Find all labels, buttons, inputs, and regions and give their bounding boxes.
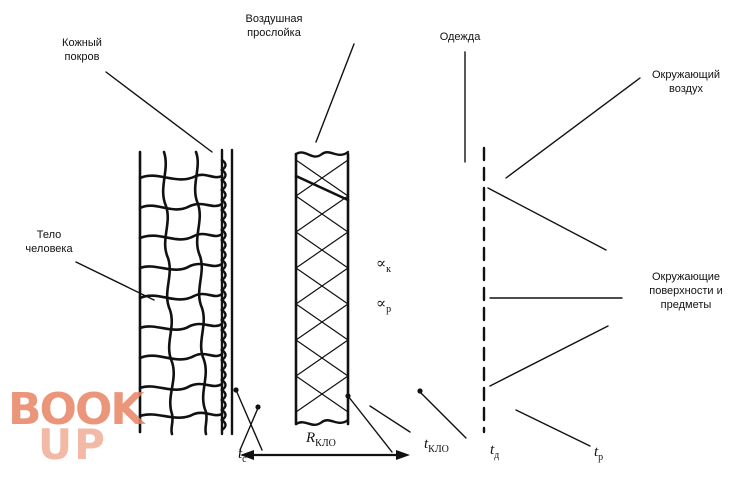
r-klo-arrow — [240, 450, 410, 460]
alpha-k-sub: к — [386, 264, 392, 275]
alpha-k-main: ∝ — [376, 256, 387, 272]
t-r-main: t — [594, 444, 599, 460]
body-label-line2: человека — [25, 243, 73, 255]
watermark-line1: BOOK — [8, 384, 144, 435]
skin-label-line1: Кожный — [62, 37, 102, 49]
t-d-symbol: tд — [490, 442, 499, 461]
ambient-air-label: Окружающий воздух — [640, 68, 732, 96]
skin-label-line2: покров — [64, 51, 100, 63]
ambient-air-label-line2: воздух — [669, 83, 703, 95]
t-c-main: t — [238, 446, 243, 462]
surroundings-label-line3: предметы — [660, 299, 712, 311]
leader-lines — [75, 43, 641, 453]
clothing-label: Одежда — [428, 30, 492, 44]
watermark-line2: UP — [38, 420, 107, 469]
measurement-points — [233, 387, 423, 410]
r-klo-symbol: RКЛО — [306, 430, 336, 449]
bookup-watermark: BOOK UP — [8, 384, 144, 469]
surroundings-label-line2: поверхности и — [649, 285, 723, 297]
air-layer-label-line2: прослойка — [247, 27, 301, 39]
r-klo-main: R — [306, 430, 316, 446]
alpha-r-main: ∝ — [376, 296, 387, 312]
alpha-r-symbol: ∝р — [376, 294, 391, 315]
body-tissue — [138, 150, 224, 436]
t-klo-symbol: tКЛО — [424, 436, 449, 455]
t-klo-main: t — [424, 436, 429, 452]
alpha-r-sub: р — [386, 304, 392, 315]
t-r-sub: р — [598, 452, 604, 463]
ambient-air-label-line1: Окружающий — [651, 69, 721, 81]
body-label-line1: Тело — [36, 229, 62, 241]
alpha-k-symbol: ∝к — [376, 254, 391, 275]
skin-label: Кожный покров — [46, 36, 118, 64]
air-layer-label-line1: Воздушная — [245, 13, 303, 25]
air-layer — [294, 150, 350, 427]
t-klo-sub: КЛО — [428, 444, 449, 455]
t-d-main: t — [490, 442, 495, 458]
clothing-label-text: Одежда — [439, 31, 481, 43]
t-r-symbol: tр — [594, 444, 603, 463]
body-label: Тело человека — [18, 228, 80, 256]
surroundings-label: Окружающие поверхности и предметы — [630, 270, 742, 312]
surroundings-label-line1: Окружающие — [651, 271, 721, 283]
t-c-sub: c — [242, 454, 247, 465]
t-c-symbol: tc — [238, 446, 247, 465]
air-layer-label: Воздушная прослойка — [230, 12, 318, 40]
skin-layer — [219, 148, 234, 436]
r-klo-sub: КЛО — [315, 438, 336, 449]
t-d-sub: д — [494, 450, 500, 461]
